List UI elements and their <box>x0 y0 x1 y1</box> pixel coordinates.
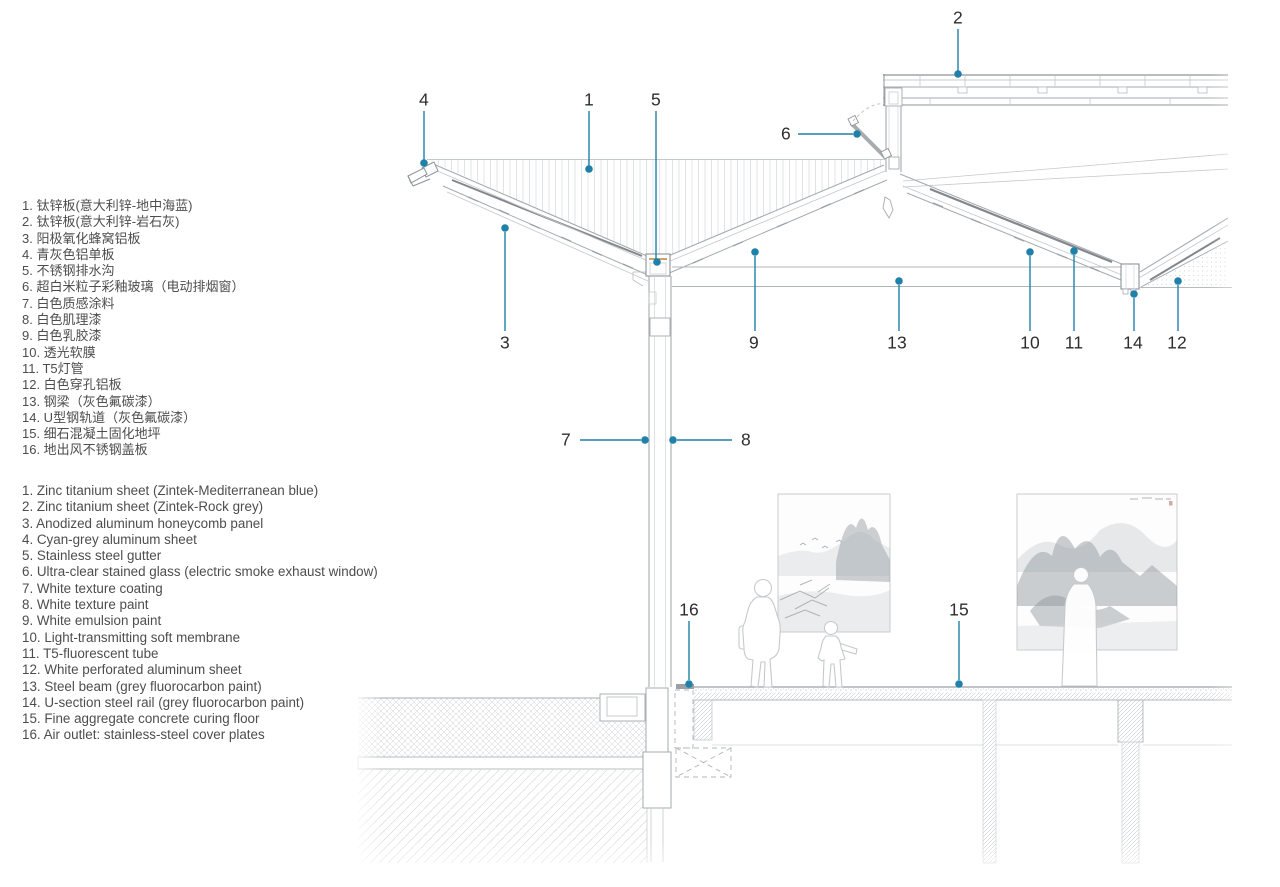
legend-chinese: 1. 钛锌板(意大利锌-地中海蓝) 2. 钛锌板(意大利锌-岩石灰) 3. 阳极… <box>22 198 244 459</box>
legend-item: 6. Ultra-clear stained glass (electric s… <box>22 564 378 580</box>
legend-item: 9. White emulsion paint <box>22 613 162 629</box>
air-outlet-cover <box>676 684 694 689</box>
callout-label-11: 11 <box>1064 332 1084 353</box>
legend-item: 16. Air outlet: stainless-steel cover pl… <box>22 727 265 743</box>
callout-label-3: 3 <box>500 332 510 353</box>
roof-flat-top <box>883 74 1228 106</box>
eave-detail <box>407 161 439 187</box>
legend-item: 1. 钛锌板(意大利锌-地中海蓝) <box>22 198 193 213</box>
legend-item: 2. Zinc titanium sheet (Zintek-Rock grey… <box>22 499 264 515</box>
steel-beam <box>672 266 1122 287</box>
legend-item: 13. Steel beam (grey fluorocarbon paint) <box>22 678 262 694</box>
painting-right <box>1016 493 1178 651</box>
u-rail-valley <box>1120 263 1140 295</box>
callout-leaders <box>423 29 1179 680</box>
legend-item: 5. Stainless steel gutter <box>22 548 162 564</box>
callout-label-10: 10 <box>1020 332 1040 353</box>
roof-right-wing <box>899 173 1125 281</box>
legend-item: 8. 白色肌理漆 <box>22 312 102 328</box>
roof-left-wing <box>407 161 656 287</box>
callout-label-7: 7 <box>561 429 571 450</box>
callout-label-2: 2 <box>953 7 963 28</box>
legend-item: 10. 透光软膜 <box>22 344 96 360</box>
legend-item: 4. Cyan-grey aluminum sheet <box>22 531 197 547</box>
legend-item: 2. 钛锌板(意大利锌-岩石灰) <box>22 214 180 230</box>
legend-item: 16. 地出风不锈钢盖板 <box>22 442 148 458</box>
legend-item: 1. Zinc titanium sheet (Zintek-Mediterra… <box>22 483 319 498</box>
legend-item: 15. Fine aggregate concrete curing floor <box>22 711 260 727</box>
legend-item: 15. 细石混凝土固化地坪 <box>22 426 161 442</box>
ground-left <box>357 693 648 863</box>
legend-item: 6. 超白米粒子彩釉玻璃（电动排烟窗） <box>22 279 245 295</box>
callout-label-16: 16 <box>679 599 699 620</box>
callout-label-9: 9 <box>749 332 759 353</box>
legend-english: 1. Zinc titanium sheet (Zintek-Mediterra… <box>22 483 378 744</box>
painting-left <box>777 493 891 633</box>
callout-label-5: 5 <box>651 89 661 110</box>
legend-item: 10. Light-transmitting soft membrane <box>22 629 241 645</box>
callout-label-8: 8 <box>741 429 751 450</box>
callout-label-13: 13 <box>887 332 907 353</box>
legend-item: 4. 青灰色铝单板 <box>22 246 115 262</box>
callout-label-12: 12 <box>1167 332 1187 353</box>
legend-item: 3. 阳极氧化蜂窝铝板 <box>22 230 141 246</box>
edge-fades <box>340 0 1280 887</box>
figure-adult <box>738 578 781 688</box>
callout-dots <box>420 70 1182 688</box>
far-eave-lines <box>902 153 1229 188</box>
callout-label-6: 6 <box>781 123 791 144</box>
roof-left-v-right-wing <box>660 164 894 275</box>
legend-item: 3. Anodized aluminum honeycomb panel <box>22 515 264 531</box>
legend-item: 12. White perforated aluminum sheet <box>22 662 242 678</box>
legend-item: 12. 白色穿孔铝板 <box>22 377 122 393</box>
legend-item: 11. T5灯管 <box>22 360 84 376</box>
legend-item: 5. 不锈钢排水沟 <box>22 263 115 279</box>
legend-item: 7. White texture coating <box>22 580 163 596</box>
smoke-exhaust-window <box>847 103 893 160</box>
legend-item: 7. 白色质感涂料 <box>22 295 115 311</box>
figure-child <box>817 620 858 688</box>
figure-visitor <box>1061 566 1098 687</box>
column-footing <box>642 687 732 862</box>
floor-slab <box>676 684 1232 864</box>
window-post <box>884 87 903 172</box>
callout-label-15: 15 <box>949 599 969 620</box>
callout-label-1: 1 <box>584 89 594 110</box>
callout-label-14: 14 <box>1123 332 1143 353</box>
legend-item: 8. White texture paint <box>22 597 149 613</box>
legend-item: 14. U型钢轨道（灰色氟碳漆） <box>22 409 197 425</box>
legend-item: 9. 白色乳胶漆 <box>22 328 102 344</box>
legend-item: 14. U-section steel rail (grey fluorocar… <box>22 694 305 710</box>
central-column <box>648 276 672 687</box>
legend-item: 11. T5-fluorescent tube <box>22 645 159 661</box>
callout-label-4: 4 <box>419 89 429 110</box>
legend-item: 13. 钢梁（灰色氟碳漆） <box>22 393 161 409</box>
